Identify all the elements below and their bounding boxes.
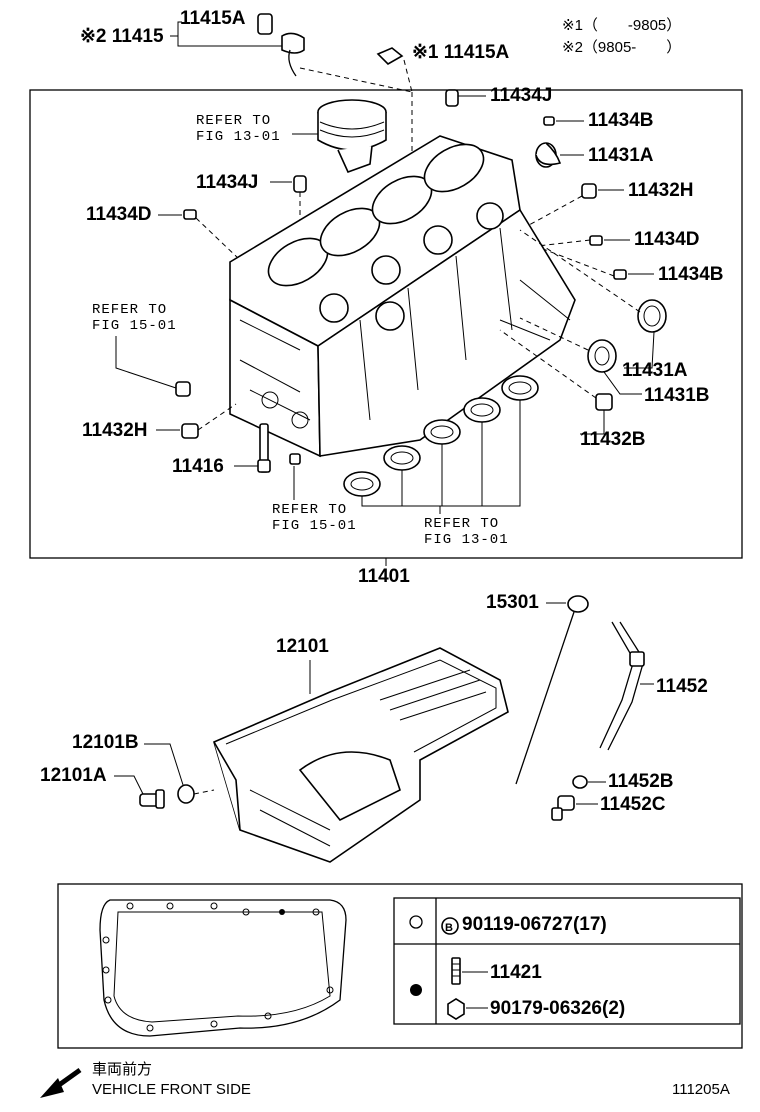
- figure-code: 111205A: [672, 1081, 730, 1098]
- stud-11416[interactable]: [257, 423, 271, 473]
- dowel-pin-11434J-left[interactable]: [293, 175, 307, 193]
- vehicle-front-arrow-icon: [40, 1067, 82, 1098]
- dowel-pin-11434J-top[interactable]: [445, 89, 459, 107]
- oil-pressure-switch[interactable]: [257, 13, 305, 77]
- label-11452B[interactable]: 11452B: [608, 771, 674, 792]
- label-11434J-left[interactable]: 11434J: [196, 172, 258, 193]
- crankshaft-bearing-set[interactable]: [343, 375, 539, 497]
- oil-dipstick-guide-11452[interactable]: [599, 621, 645, 751]
- legend-note-2: ※2（9805- ）: [562, 39, 681, 56]
- plug-11432H-left[interactable]: [181, 423, 199, 439]
- seal-11431B[interactable]: [587, 339, 617, 373]
- pin-refer-15-01-b[interactable]: [289, 453, 301, 465]
- bolt-90119-icon: B: [441, 917, 459, 935]
- refer-fig-13-01-b-line2: FIG 13-01: [424, 532, 509, 548]
- filled-dot-marker-icon: [410, 984, 422, 996]
- label-11415A-right[interactable]: ※1 11415A: [412, 42, 510, 63]
- label-11431A-top[interactable]: 11431A: [588, 145, 654, 166]
- refer-fig-13-01-a-line2: FIG 13-01: [196, 129, 281, 145]
- plug-11432B[interactable]: [595, 393, 613, 411]
- refer-fig-13-01-a-line1: REFER TO: [196, 113, 271, 129]
- label-11432H-right[interactable]: 11432H: [628, 180, 694, 201]
- oil-pan-outline-bolt-pattern: [99, 899, 347, 1037]
- stud-11421-icon: [451, 957, 461, 985]
- refer-fig-15-01-b-line1: REFER TO: [272, 502, 347, 518]
- pin-11434D-right[interactable]: [589, 235, 603, 246]
- label-11416[interactable]: 11416: [172, 456, 224, 477]
- label-12101B[interactable]: 12101B: [72, 732, 139, 753]
- label-11434J-top[interactable]: 11434J: [490, 85, 552, 106]
- label-11434D-right[interactable]: 11434D: [634, 229, 700, 250]
- label-11434B-top[interactable]: 11434B: [588, 110, 654, 131]
- label-11434B-right[interactable]: 11434B: [658, 264, 724, 285]
- label-15301[interactable]: 15301: [486, 592, 539, 613]
- label-11401[interactable]: 11401: [358, 566, 410, 587]
- label-11452[interactable]: 11452: [656, 676, 708, 697]
- open-dot-marker-icon: [409, 915, 423, 929]
- refer-fig-15-01-b-line2: FIG 15-01: [272, 518, 357, 534]
- label-90119[interactable]: 90119-06727(17): [462, 914, 607, 935]
- label-11421[interactable]: 11421: [490, 962, 542, 983]
- legend-note-1: ※1（ -9805）: [562, 17, 681, 34]
- label-11432B[interactable]: 11432B: [580, 429, 646, 450]
- plug-refer-15-01[interactable]: [175, 381, 191, 397]
- label-11431B[interactable]: 11431B: [644, 385, 710, 406]
- refer-fig-13-01-b-line1: REFER TO: [424, 516, 499, 532]
- label-11431A-right[interactable]: 11431A: [622, 360, 688, 381]
- sealant-frame: [57, 883, 743, 1049]
- bearing-11431A-top[interactable]: [535, 142, 562, 168]
- plug-11432H-right[interactable]: [581, 183, 597, 199]
- label-11452C[interactable]: 11452C: [600, 794, 666, 815]
- oil-pan-12101[interactable]: [213, 647, 509, 863]
- vehicle-front-label-en: VEHICLE FRONT SIDE: [92, 1081, 251, 1098]
- bearing-11431A-right[interactable]: [637, 299, 667, 333]
- piston-illustration: [317, 99, 387, 174]
- label-11432H-left[interactable]: 11432H: [82, 420, 148, 441]
- label-12101A[interactable]: 12101A: [40, 765, 107, 786]
- refer-fig-15-01-a-line1: REFER TO: [92, 302, 167, 318]
- label-12101[interactable]: 12101: [276, 636, 329, 657]
- drain-plug-12101A[interactable]: [139, 789, 165, 809]
- pin-11434B-top[interactable]: [543, 116, 555, 126]
- gasket-12101B[interactable]: [177, 784, 195, 804]
- label-11415[interactable]: ※2 11415: [80, 26, 164, 47]
- svg-text:B: B: [445, 922, 453, 934]
- leader-11415: [170, 21, 285, 47]
- label-11415A-top[interactable]: 11415A: [180, 8, 246, 29]
- fastener-table: [393, 897, 741, 1025]
- pin-11434B-right[interactable]: [613, 269, 627, 280]
- label-90179[interactable]: 90179-06326(2): [490, 998, 625, 1019]
- nut-90179-icon: [447, 998, 465, 1020]
- oring-11452B[interactable]: [572, 775, 588, 789]
- pin-11434D-left[interactable]: [183, 209, 197, 220]
- oil-pressure-switch-alt[interactable]: [376, 47, 404, 65]
- bolt-11452C[interactable]: [551, 795, 575, 821]
- vehicle-front-label-jp: 車両前方: [92, 1061, 152, 1078]
- refer-fig-15-01-a-line2: FIG 15-01: [92, 318, 177, 334]
- cylinder-block-illustration[interactable]: [229, 135, 576, 458]
- label-11434D-left[interactable]: 11434D: [86, 204, 152, 225]
- oil-dipstick-15301[interactable]: [515, 595, 589, 785]
